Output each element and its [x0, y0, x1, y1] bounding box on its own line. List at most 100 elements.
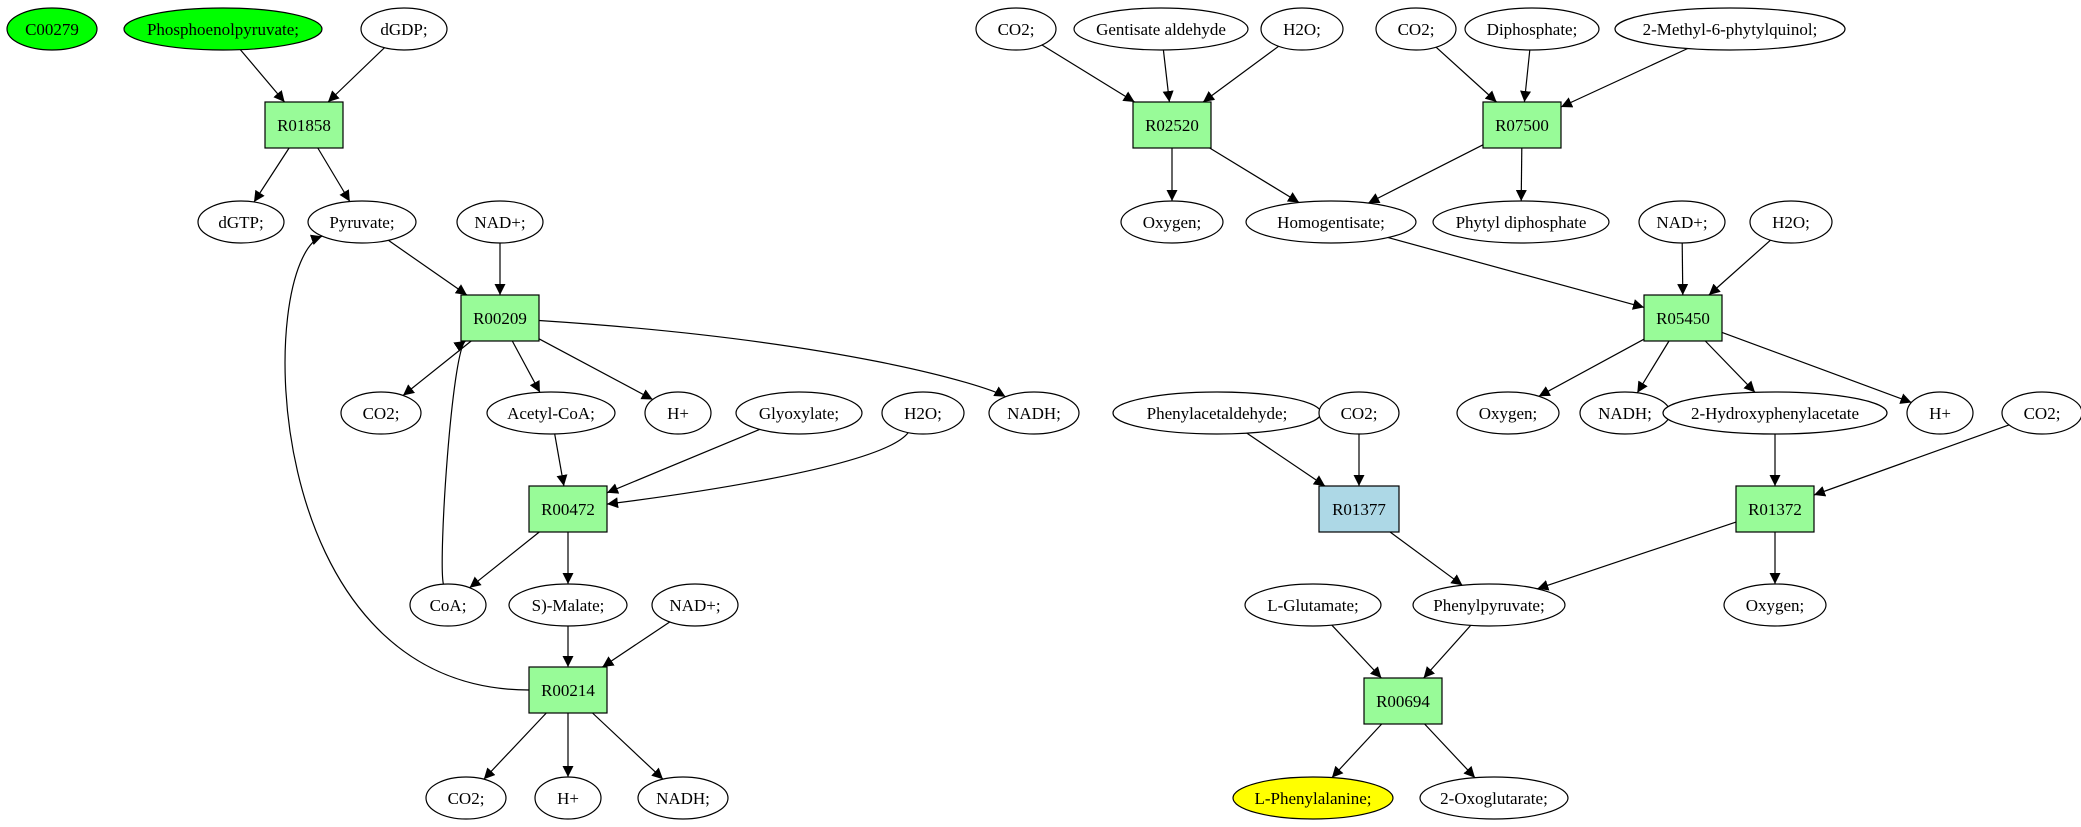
- compound-node-co2_b: CO2;: [425, 776, 507, 820]
- compound-node-co2_a: CO2;: [340, 391, 422, 435]
- compound-ellipse: [1375, 7, 1457, 51]
- reaction-node-r01858: R01858: [264, 101, 344, 149]
- compound-node-h2o_a: H2O;: [881, 391, 965, 435]
- compound-ellipse: [534, 776, 602, 820]
- compound-ellipse: [1906, 391, 1974, 435]
- edge-homogentisate-to-r05450: [1387, 237, 1645, 310]
- compound-node-c00279: C00279: [6, 7, 98, 51]
- edge-r02520-to-homogentisate: [1209, 147, 1300, 204]
- node-label: dGTP;: [218, 213, 263, 232]
- node-label: R00694: [1376, 692, 1430, 711]
- edge-r05450-to-hydroxyphenylacetate: [1704, 340, 1756, 393]
- compound-node-lphenylalanine: L-Phenylalanine;: [1232, 776, 1394, 820]
- edge-co2_f-to-r01372: [1813, 424, 2010, 497]
- node-label: H2O;: [1283, 20, 1321, 39]
- compound-ellipse: [1749, 200, 1833, 244]
- compound-node-nadh_c: NADH;: [1579, 391, 1671, 435]
- compound-node-oxygen_c: Oxygen;: [1723, 583, 1827, 627]
- node-label: Phytyl diphosphate: [1456, 213, 1587, 232]
- compound-node-oxygen_a: Oxygen;: [1120, 200, 1224, 244]
- compound-node-acetylcoa: Acetyl-CoA;: [486, 391, 616, 435]
- compound-ellipse: [340, 391, 422, 435]
- compound-ellipse: [456, 200, 544, 244]
- compound-ellipse: [6, 7, 98, 51]
- node-label: H+: [667, 404, 689, 423]
- reaction-box: [528, 666, 608, 714]
- edge-phenylpyruvate-to-r00694: [1423, 624, 1472, 679]
- reaction-node-r07500: R07500: [1482, 101, 1562, 149]
- compound-ellipse: [425, 776, 507, 820]
- edge-co2_d-to-r07500: [1435, 46, 1498, 103]
- compound-ellipse: [1638, 200, 1726, 244]
- compound-node-smalate: S)-Malate;: [508, 583, 628, 627]
- compound-node-hplus_c: H+: [1906, 391, 1974, 435]
- compound-ellipse: [486, 391, 616, 435]
- edge-h2o_b-to-r02520: [1202, 45, 1279, 103]
- reaction-box: [1735, 485, 1815, 533]
- node-label: 2-Methyl-6-phytylquinol;: [1643, 20, 1818, 39]
- node-label: R01858: [277, 116, 331, 135]
- reaction-node-r00472: R00472: [528, 485, 608, 533]
- node-label: Oxygen;: [1746, 596, 1805, 615]
- edge-h2o_a-to-r00472: [606, 432, 909, 509]
- node-label: H2O;: [1772, 213, 1810, 232]
- edge-nad3-to-r05450: [1677, 242, 1689, 296]
- edge-r00694-to-oxoglutarate: [1424, 723, 1476, 779]
- edge-r01377-to-phenylpyruvate: [1389, 531, 1463, 586]
- reaction-box: [264, 101, 344, 149]
- edge-r07500-to-homogentisate: [1367, 144, 1484, 204]
- node-label: NAD+;: [474, 213, 525, 232]
- compound-node-nadh_b: NADH;: [637, 776, 729, 820]
- reaction-box: [1643, 294, 1723, 342]
- compound-ellipse: [1260, 7, 1344, 51]
- node-label: Phenylpyruvate;: [1433, 596, 1544, 615]
- node-label: R00472: [541, 500, 595, 519]
- node-label: Homogentisate;: [1277, 213, 1385, 232]
- node-label: CO2;: [363, 404, 400, 423]
- node-label: R02520: [1145, 116, 1199, 135]
- edge-r00214-to-pyruvate: [284, 234, 530, 691]
- compound-node-phenylpyruvate: Phenylpyruvate;: [1412, 583, 1566, 627]
- node-label: L-Glutamate;: [1267, 596, 1359, 615]
- compound-node-nad3: NAD+;: [1638, 200, 1726, 244]
- compound-ellipse: [1232, 776, 1394, 820]
- edge-r00209-to-acetylcoa: [511, 340, 541, 393]
- compound-node-coa: CoA;: [409, 583, 487, 627]
- node-label: Pyruvate;: [329, 213, 394, 232]
- compound-node-oxoglutarate: 2-Oxoglutarate;: [1419, 776, 1569, 820]
- edge-r05450-to-nadh_c: [1636, 340, 1670, 394]
- node-label: 2-Hydroxyphenylacetate: [1691, 404, 1859, 423]
- reaction-node-r00694: R00694: [1363, 677, 1443, 725]
- edge-pep-to-r01858: [239, 49, 286, 103]
- edge-r07500-to-phytyldp: [1515, 147, 1527, 202]
- compound-ellipse: [651, 583, 739, 627]
- node-label: R01377: [1332, 500, 1386, 519]
- compound-node-phytyldp: Phytyl diphosphate: [1432, 200, 1610, 244]
- compound-node-diphosphate: Diphosphate;: [1464, 7, 1600, 51]
- compound-node-glyoxylate: Glyoxylate;: [735, 391, 863, 435]
- node-label: Phosphoenolpyruvate;: [147, 20, 299, 39]
- edges-layer: [239, 44, 2010, 780]
- node-label: CO2;: [998, 20, 1035, 39]
- compound-node-pyruvate: Pyruvate;: [307, 200, 417, 244]
- compound-ellipse: [1662, 391, 1888, 435]
- node-label: Oxygen;: [1143, 213, 1202, 232]
- compound-node-homogentisate: Homogentisate;: [1245, 200, 1417, 244]
- node-label: S)-Malate;: [532, 596, 605, 615]
- node-label: R00214: [541, 681, 595, 700]
- edge-r00472-to-coa: [469, 531, 540, 589]
- compound-node-h2o_b: H2O;: [1260, 7, 1344, 51]
- edge-gentisald-to-r02520: [1162, 49, 1174, 103]
- reaction-node-r01372: R01372: [1735, 485, 1815, 533]
- compound-node-phenylacetald: Phenylacetaldehyde;: [1112, 391, 1322, 435]
- reaction-node-r02520: R02520: [1132, 101, 1212, 149]
- node-label: CO2;: [1341, 404, 1378, 423]
- compound-node-lglutamate: L-Glutamate;: [1244, 583, 1382, 627]
- compound-ellipse: [1432, 200, 1610, 244]
- edge-coa-to-r00209: [441, 340, 466, 585]
- reaction-node-r01377: R01377: [1318, 485, 1400, 533]
- edge-co2_c-to-r02520: [1041, 44, 1135, 103]
- compound-ellipse: [1412, 583, 1566, 627]
- compound-node-dgtp: dGTP;: [197, 200, 285, 244]
